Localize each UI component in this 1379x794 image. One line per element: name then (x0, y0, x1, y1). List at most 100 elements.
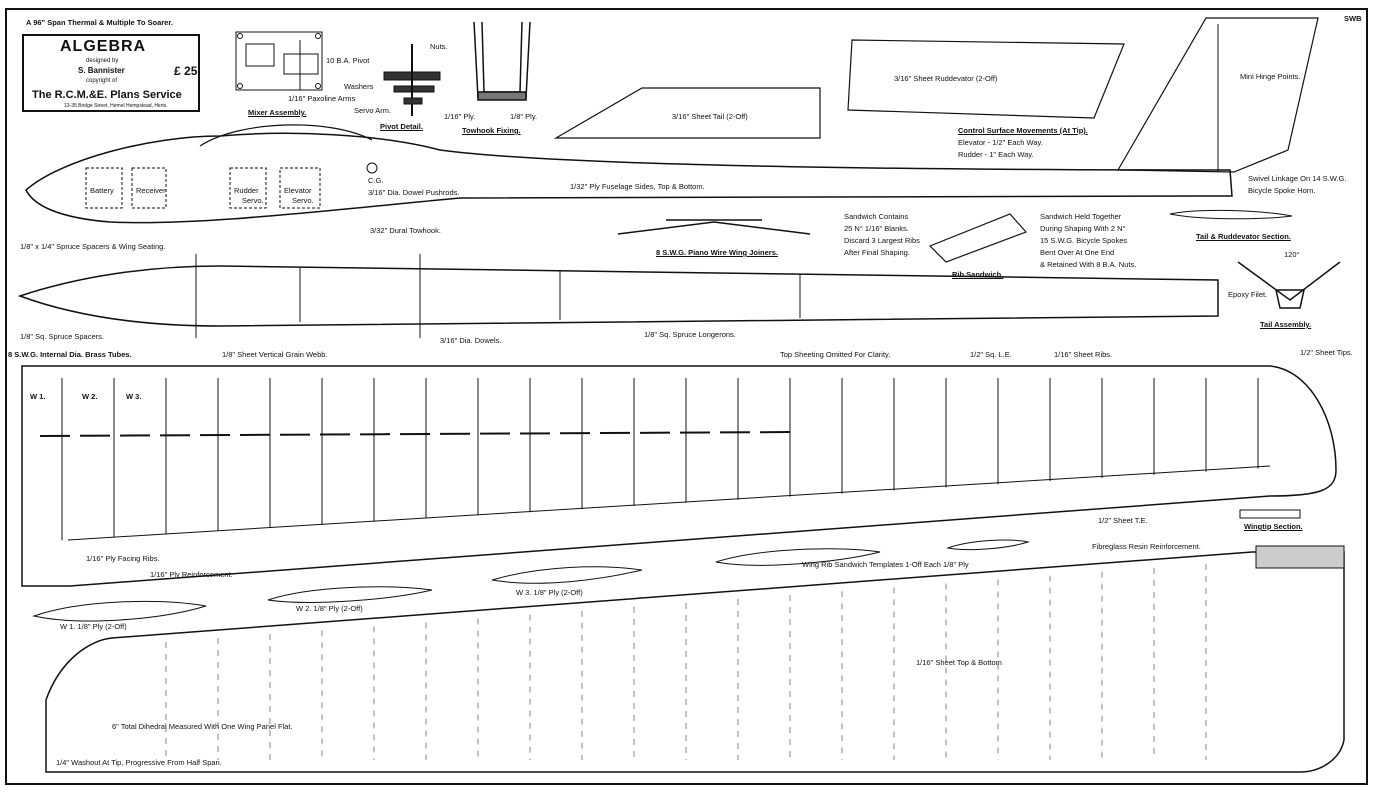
label-sandwich-3: Discard 3 Largest Ribs (844, 236, 920, 245)
label-elevator-servo-2: Servo. (292, 196, 314, 205)
label-sq-spruce-spacers: 1/8" Sq. Spruce Spacers. (20, 332, 104, 341)
label-tail-assembly: Tail Assembly. (1260, 320, 1312, 329)
tail-assembly-drawing (1237, 261, 1341, 309)
label-rudder-move: Rudder - 1" Each Way. (958, 150, 1034, 159)
label-held-4: Bent Over At One End (1040, 248, 1115, 257)
label-ply-reinforcement: 1/16" Ply Reinforcement. (150, 570, 233, 579)
label-dihedral: 6" Total Dihedral Measured With One Wing… (112, 722, 293, 731)
label-battery: Battery (90, 186, 114, 195)
rib-w1-template (32, 600, 207, 622)
rib-w2-template (267, 586, 433, 603)
label-dural-towhook: 3/32" Dural Towhook. (370, 226, 441, 235)
label-ruddevator: 3/16" Sheet Ruddevator (2-Off) (894, 74, 998, 83)
label-vertical-grain: 1/8" Sheet Vertical Grain Webb. (222, 350, 328, 359)
te-line (67, 465, 1271, 541)
label-sheet-tips: 1/2" Sheet Tips. (1300, 348, 1353, 357)
label-brass-tubes: 8 S.W.G. Internal Dia. Brass Tubes. (8, 350, 132, 359)
towhook-fixing-drawing (473, 21, 531, 101)
price-value: 25 (184, 64, 198, 78)
rib-w3-template (491, 566, 643, 584)
cg-marker (366, 162, 378, 174)
label-w1: W 1. (30, 392, 46, 401)
label-ply-facing: 1/16" Ply Facing Ribs. (86, 554, 160, 563)
wing-panel-upper (21, 365, 1337, 587)
label-paxoline-arms: 1/16" Paxoline Arms (288, 94, 356, 103)
canopy (199, 124, 373, 147)
tail-section-drawing (1169, 209, 1293, 220)
fuselage-plan-view (17, 265, 1219, 327)
designed-by-label: designed by (86, 58, 119, 64)
label-elevator-servo: Elevator (284, 186, 312, 195)
label-spruce-spacers-wing: 1/8" x 1/4" Spruce Spacers & Wing Seatin… (20, 242, 166, 251)
wingtip-section-drawing (1239, 509, 1301, 519)
sheet-border (5, 8, 1368, 785)
label-held-5: & Retained With 8 B.A. Nuts. (1040, 260, 1137, 269)
label-tail-section: Tail & Ruddevator Section. (1196, 232, 1291, 241)
label-rib-sandwich: Rib Sandwich. (952, 270, 1004, 279)
label-pivot: 10 B.A. Pivot (326, 56, 370, 65)
label-w3: W 3. (126, 392, 142, 401)
label-w2: W 2. (82, 392, 98, 401)
fuselage-side-view (25, 132, 1233, 224)
label-swivel-1: Swivel Linkage On 14 S.W.G. (1248, 174, 1347, 183)
ruddevator-outline (847, 39, 1125, 119)
label-washout: 1/4" Washout At Tip, Progressive From Ha… (56, 758, 222, 767)
label-servo-arm: Servo Arm. (354, 106, 392, 115)
label-sandwich-2: 25 N° 1/16" Blanks. (844, 224, 909, 233)
fin-outline (1116, 17, 1319, 173)
label-w2-ply: W 2. 1/8" Ply (2-Off) (296, 604, 363, 613)
label-held-1: Sandwich Held Together (1040, 212, 1122, 221)
label-dowels: 3/16" Dia. Dowels. (440, 336, 502, 345)
label-wingtip-section: Wingtip Section. (1244, 522, 1303, 531)
sheet-tail-outline (553, 87, 821, 139)
plans-service: The R.C.M.&E. Plans Service (32, 89, 182, 101)
label-fuselage-sides: 1/32" Ply Fuselage Sides, Top & Bottom. (570, 182, 705, 191)
plans-address: 13-35 Bridge Street, Hemel Hempstead, He… (64, 103, 168, 109)
label-top-sheeting: Top Sheeting Omitted For Clarity. (780, 350, 891, 359)
label-sq-le: 1/2" Sq. L.E. (970, 350, 1012, 359)
corner-mark: SWB (1344, 14, 1362, 23)
label-cg: C.G. (368, 176, 384, 185)
label-templates: Wing Rib Sandwich Templates 1-Off Each 1… (802, 560, 969, 569)
plan-formers (195, 254, 801, 338)
label-epoxy-fillet: Epoxy Filet. (1228, 290, 1268, 299)
pivot-detail-drawing (383, 44, 441, 116)
label-nuts: Nuts. (430, 42, 448, 51)
label-top-bottom: 1/16" Sheet Top & Bottom (916, 658, 1002, 667)
label-ply-116: 1/16" Ply. (444, 112, 476, 121)
label-held-3: 15 S.W.G. Bicycle Spokes (1040, 236, 1128, 245)
spar-line (39, 431, 801, 437)
label-sheet-tail: 3/16" Sheet Tail (2-Off) (672, 112, 748, 121)
copyright-label: copyright of (86, 78, 118, 84)
price: £ 25 (174, 64, 197, 78)
label-dowel-pushrods: 3/16" Dia. Dowel Pushrods. (368, 188, 460, 197)
wire-joiners-drawing (617, 219, 811, 235)
designer-name: S. Bannister (78, 66, 125, 75)
label-w3-ply: W 3. 1/8" Ply (2-Off) (516, 588, 583, 597)
label-sandwich-4: After Final Shaping. (844, 248, 910, 257)
rib-sandwich-template-1 (715, 548, 881, 566)
rib-sandwich-template-2 (946, 539, 1030, 551)
label-towhook-fixing: Towhook Fixing. (462, 126, 521, 135)
label-w1-ply: W 1. 1/8" Ply (2-Off) (60, 622, 127, 631)
servo-boxes (85, 167, 321, 209)
label-receiver: Receiver (136, 186, 166, 195)
rib-sandwich-drawing (928, 213, 1028, 263)
plan-heading: A 96" Span Thermal & Multiple To Soarer. (26, 18, 173, 27)
label-angle: 120° (1284, 250, 1300, 259)
label-fibreglass: Fibreglass Resin Reinforcement. (1092, 542, 1201, 551)
label-mini-hinge: Mini Hinge Points. (1240, 72, 1301, 81)
fibreglass-hatch (1255, 545, 1345, 569)
label-longerons: 1/8" Sq. Spruce Longerons. (644, 330, 736, 339)
label-rudder-servo-2: Servo. (242, 196, 264, 205)
label-elevator-move: Elevator - 1/2" Each Way. (958, 138, 1043, 147)
label-ply-18: 1/8" Ply. (510, 112, 538, 121)
currency-symbol: £ (174, 64, 181, 78)
label-sandwich-1: Sandwich Contains (844, 212, 909, 221)
title-block: ALGEBRA designed by S. Bannister copyrig… (22, 34, 200, 112)
label-swivel-2: Bicycle Spoke Horn. (1248, 186, 1316, 195)
label-mixer-assembly: Mixer Assembly. (248, 108, 307, 117)
label-washers: Washers (344, 82, 374, 91)
label-sheet-te: 1/2" Sheet T.E. (1098, 516, 1148, 525)
